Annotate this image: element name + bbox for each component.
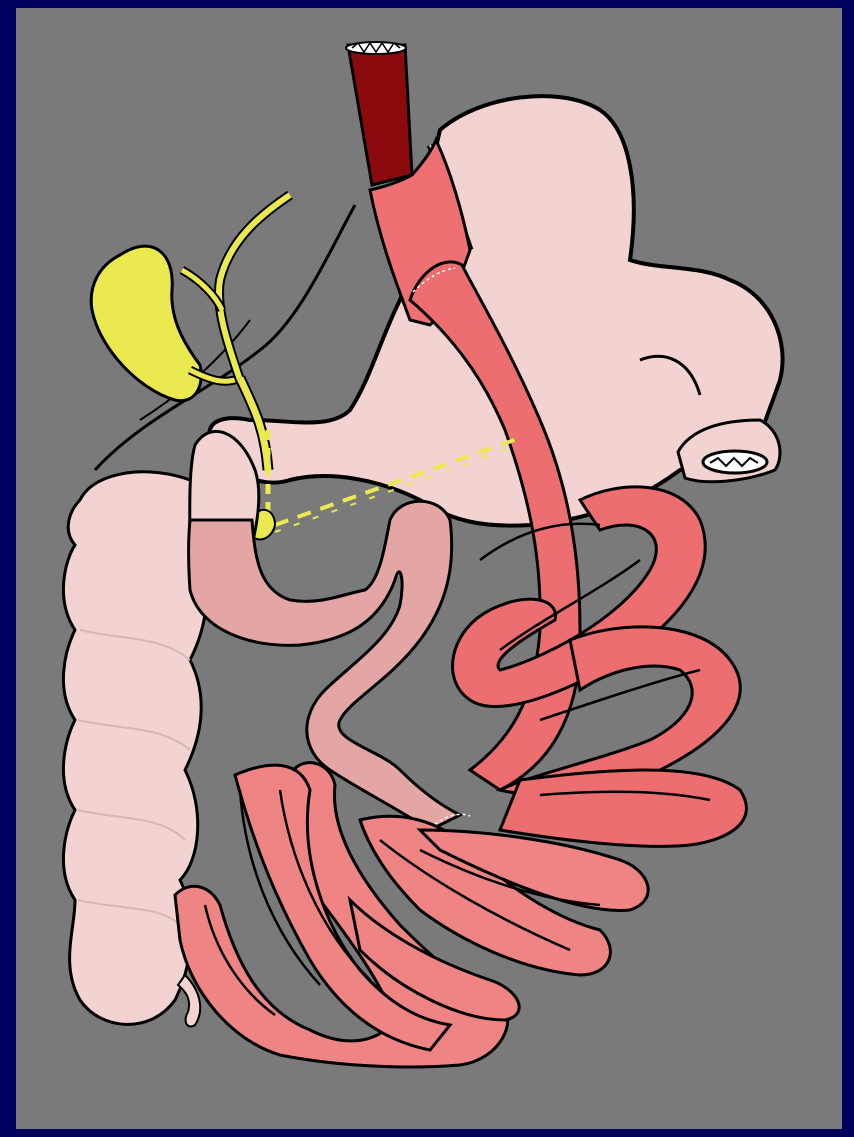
esophagus xyxy=(346,42,412,185)
